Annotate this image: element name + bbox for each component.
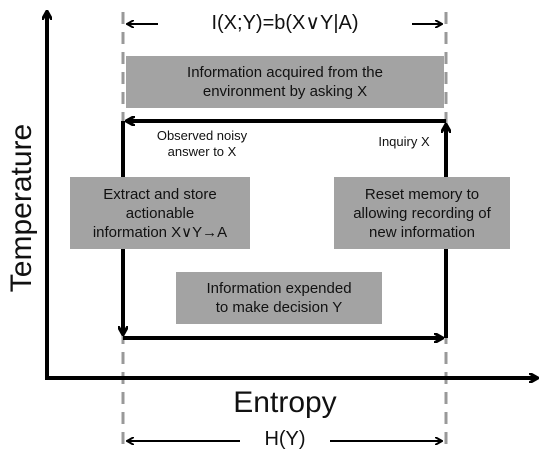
reset-memory-box: Reset memory to allowing recording of ne… — [334, 177, 510, 249]
y-axis-title: Temperature — [5, 123, 38, 293]
extract-store-line-1: Extract and store — [103, 185, 217, 203]
reset-memory-line-1: Reset memory to — [364, 185, 480, 203]
extract-store-box: Extract and store actionable information… — [70, 177, 250, 249]
reset-memory-line-2: allowing recording of — [353, 204, 491, 222]
entropy-formula: H(Y) — [264, 428, 306, 450]
observed-answer-line-2: answer to X — [167, 144, 237, 159]
observed-answer-line-1: Observed noisy — [156, 128, 248, 143]
mutual-information-formula: I(X;Y)=b(X∨Y|A) — [211, 12, 359, 34]
info-expended-line-1: Information expended — [206, 280, 352, 297]
info-expended-line-2: to make decision Y — [215, 299, 343, 316]
observed-answer-label: Observed noisy answer to X — [150, 128, 254, 160]
info-acquired-box: Information acquired from the environmen… — [126, 56, 444, 108]
extract-store-line-3: information X∨Y→A — [92, 223, 228, 241]
x-axis-title: Entropy — [233, 386, 337, 419]
info-expended-box: Information expended to make decision Y — [176, 272, 382, 324]
inquiry-label: Inquiry X — [378, 134, 430, 149]
info-acquired-line-1: Information acquired from the — [187, 64, 383, 81]
info-acquired-line-2: environment by asking X — [202, 83, 368, 100]
reset-memory-line-3: new information — [369, 223, 475, 241]
extract-store-line-2: actionable — [125, 204, 195, 222]
